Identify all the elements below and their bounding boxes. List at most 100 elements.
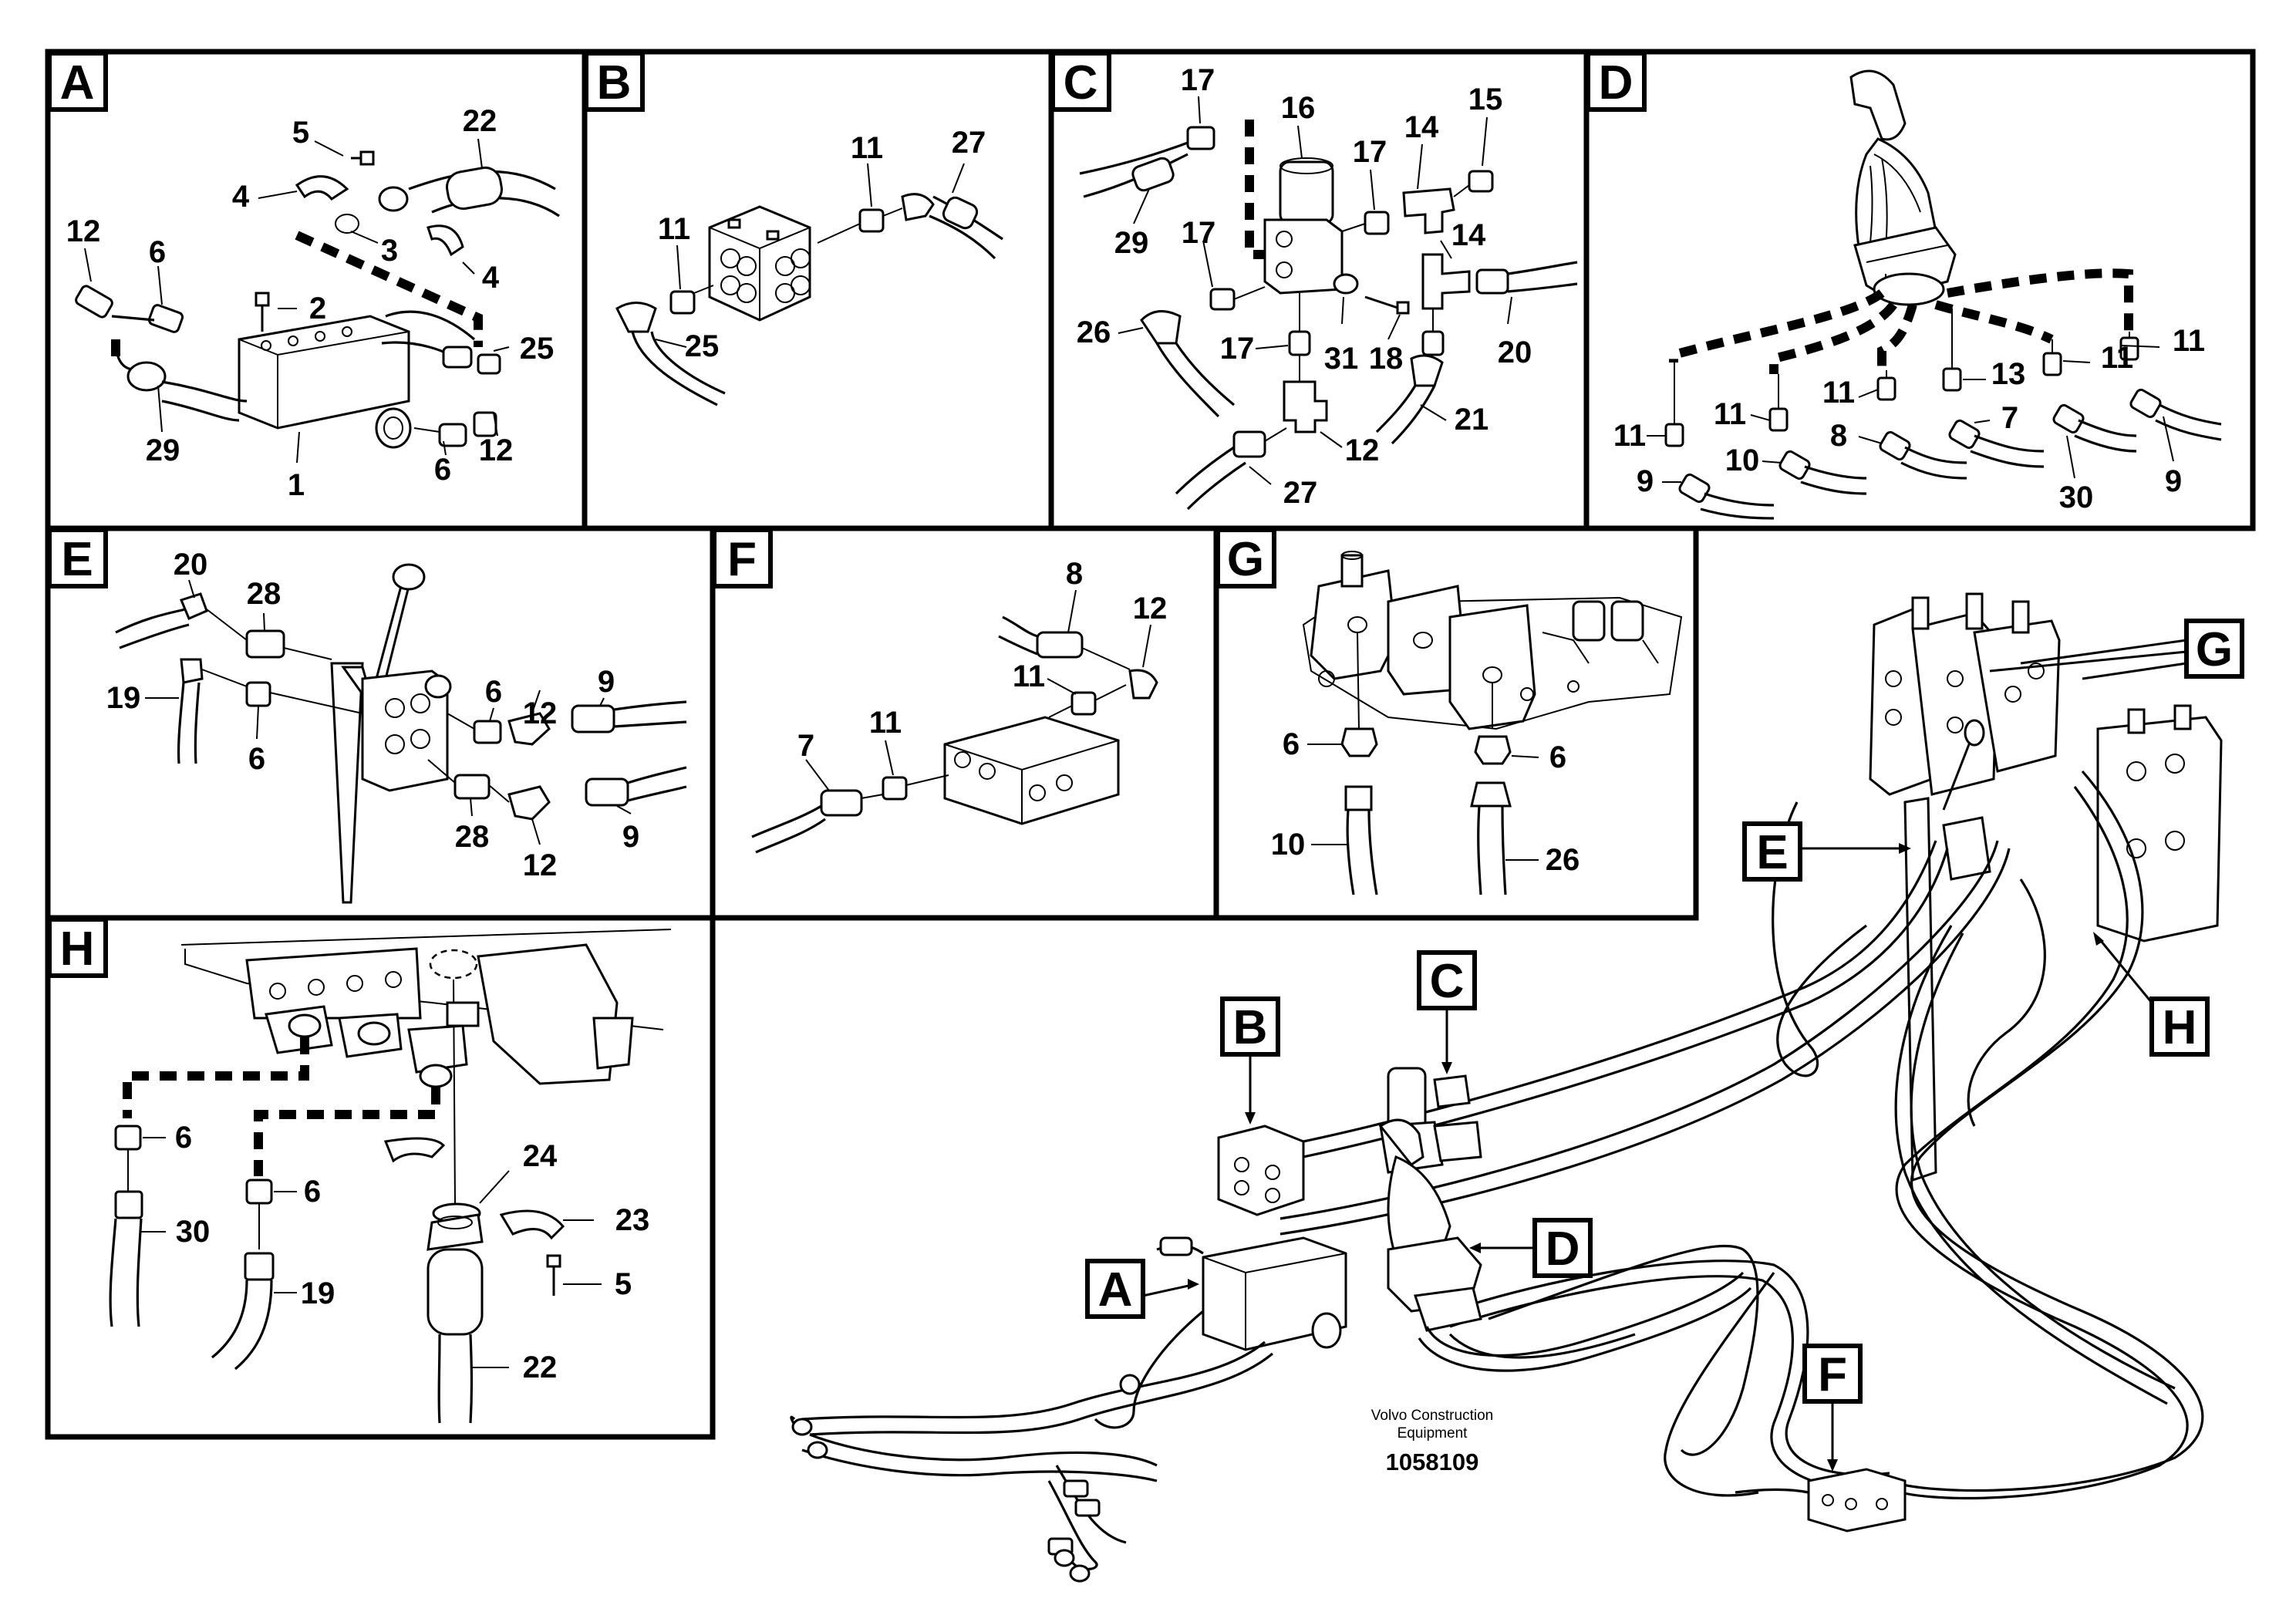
callout: 11 [851,131,883,165]
callout: 26 [1546,843,1580,877]
callout: 17 [1181,63,1215,97]
callout: 28 [247,577,282,611]
panel-a-drawing [75,150,560,449]
svg-text:B: B [597,56,632,110]
svg-text:A: A [60,56,95,110]
view-tag-f: F [1818,1348,1847,1401]
callout: 5 [292,116,309,150]
panel-b-frame [582,49,1054,531]
callout: 27 [952,126,986,160]
callout: 22 [463,104,497,138]
panel-d-tag: D [1586,51,1647,112]
watermark-company-line2: Equipment [1397,1425,1468,1442]
svg-text:F: F [727,533,757,586]
view-tag-g: G [2196,623,2233,676]
panel-h-drawing [109,929,672,1424]
callout: 14 [1451,218,1486,252]
watermark-company: Volvo Construction [1371,1408,1493,1424]
callout: 3 [381,234,398,268]
panel-h-callouts: 6 30 6 19 24 23 5 22 [141,1121,649,1384]
view-tag-a: A [1098,1263,1133,1317]
panel-b-tag: B [584,51,645,112]
panel-f-frame [710,525,1219,921]
callout: 6 [1283,727,1300,761]
callout: 20 [1498,336,1532,369]
overview-assembly [790,592,2223,1583]
svg-text:C: C [1064,56,1098,110]
callout: 21 [1455,403,1489,437]
callout: 9 [622,820,639,854]
view-tag-c: C [1430,955,1465,1008]
callout: 18 [1369,342,1404,376]
callout: 12 [1345,433,1380,467]
callout: 15 [1468,83,1503,116]
panel-f-drawing [751,615,1158,854]
callout: 11 [1613,419,1646,453]
callout: 29 [146,433,180,467]
callout: 1 [288,468,305,502]
callout: 11 [2101,341,2133,375]
panel-a-callouts: 5 22 4 3 4 12 6 2 25 29 1 6 12 [66,104,555,502]
callout: 6 [1549,740,1566,774]
callout: 20 [174,548,208,582]
view-tag-b: B [1233,1001,1268,1054]
callout: 29 [1114,226,1149,260]
callout: 28 [455,820,490,854]
panel-e-callouts: 20 28 19 6 6 12 9 28 12 9 [106,548,639,882]
callout: 11 [1822,376,1855,410]
panel-d-drawing [1664,69,2222,520]
panel-c-tag: C [1050,51,1111,112]
panel-b-callouts: 11 27 11 25 [655,126,986,363]
callout: 9 [2165,464,2182,498]
callout: 6 [304,1175,321,1209]
callout: 25 [520,332,555,366]
callout: 9 [1637,464,1654,498]
panel-h-tag: H [47,917,108,978]
callout: 25 [685,329,720,363]
callout: 8 [1830,419,1847,453]
view-tag-d: D [1546,1222,1580,1276]
callout: 16 [1281,91,1316,125]
overview-view-labels: A B C D E F G H [1085,619,2244,1472]
callout: 13 [1991,357,2026,391]
callout: 10 [1725,443,1760,477]
svg-text:E: E [61,533,93,586]
panel-e-tag: E [47,528,108,588]
panel-g-drawing [1302,551,1683,895]
callout: 31 [1324,342,1359,376]
view-tag-h: H [2163,1001,2197,1054]
callout: 12 [66,214,101,248]
panel-c-callouts: 17 16 14 15 17 29 17 14 26 17 31 18 20 2… [1077,63,1532,510]
panel-h-frame [45,915,716,1440]
panel-g-frame [1213,525,1699,921]
panel-g-callouts: 6 6 10 26 [1271,727,1580,877]
callout: 30 [2059,481,2094,514]
callout: 7 [797,729,814,763]
svg-text:H: H [60,922,95,976]
callout: 2 [309,292,326,325]
watermark: Volvo Construction Equipment 1058109 [1371,1408,1493,1475]
view-tag-e: E [1756,826,1788,879]
callout: 6 [248,742,265,776]
callout: 6 [175,1121,192,1155]
callout: 12 [479,433,514,467]
svg-text:D: D [1599,56,1633,110]
callout: 17 [1220,332,1255,366]
callout: 6 [485,675,502,709]
panel-d-frame [1583,49,2256,531]
callout: 11 [2173,324,2205,358]
callout: 6 [149,235,166,269]
callout: 11 [869,706,902,740]
watermark-number: 1058109 [1386,1448,1479,1475]
callout: 30 [176,1215,211,1249]
panel-f-callouts: 8 12 11 7 11 [797,557,1167,791]
callout: 7 [2001,401,2018,435]
callout: 12 [1133,592,1168,626]
panel-g-tag: G [1215,528,1276,588]
callout: 24 [523,1139,558,1173]
callout: 19 [106,681,141,715]
callout: 9 [598,665,615,699]
callout: 19 [301,1276,335,1310]
callout: 4 [232,180,250,214]
callout: 14 [1404,110,1439,144]
